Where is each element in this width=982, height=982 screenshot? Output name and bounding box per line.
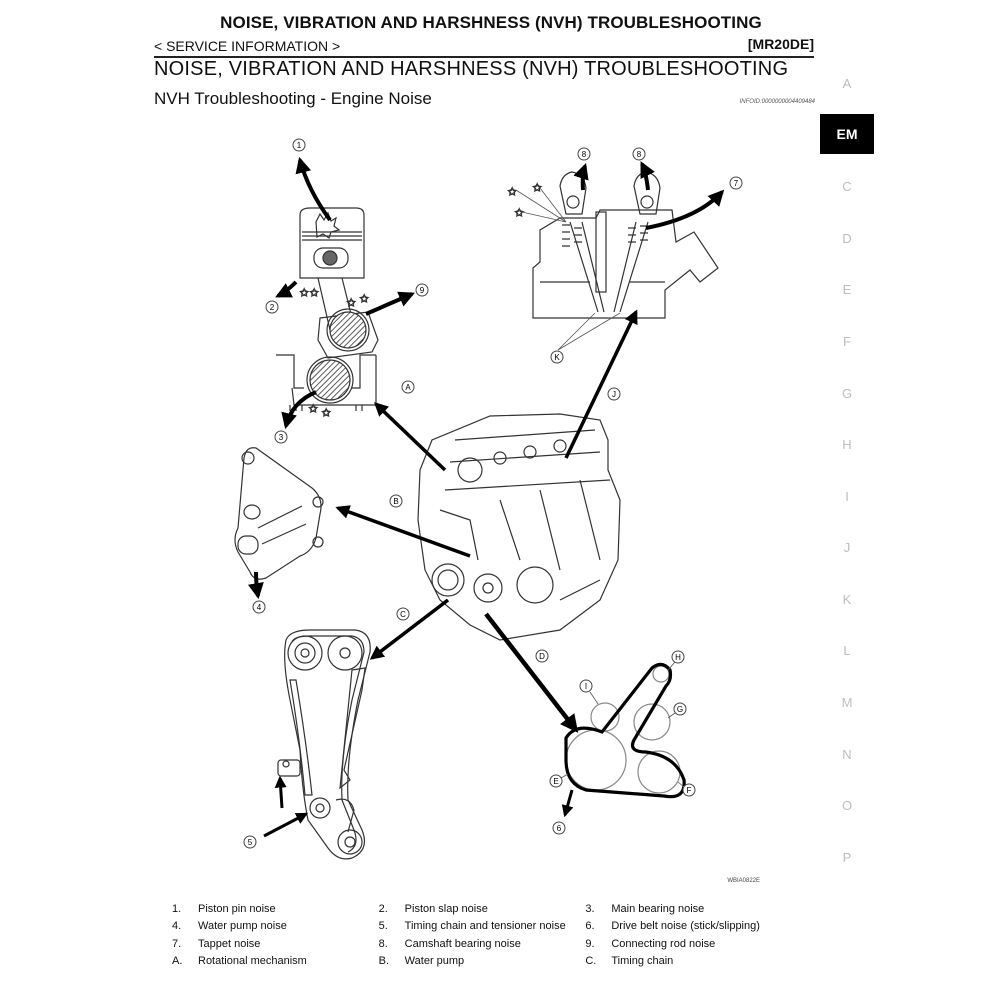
svg-text:D: D [539,652,545,661]
callout-I: I [579,679,593,693]
star-icon: ✩ [533,183,542,194]
legend-item: 6.Drive belt noise (stick/slipping) [585,920,760,933]
index-tab-c[interactable]: C [842,179,852,194]
legend-item: B.Water pump [378,955,465,968]
legend-row: 1.Piston pin noise 2.Piston slap noise 3… [172,900,792,918]
callout-K: K [550,350,564,364]
callout-E: E [549,774,563,788]
svg-text:E: E [553,777,558,786]
index-tab-f[interactable]: F [843,334,851,349]
star-icon: ✩ [300,288,309,299]
legend-item: 2.Piston slap noise [378,902,488,915]
svg-text:H: H [675,653,681,662]
legend: 1.Piston pin noise 2.Piston slap noise 3… [172,900,792,970]
legend-item: 3.Main bearing noise [585,902,705,915]
engine-illustration [417,413,621,641]
callout-1: 1 [292,138,306,152]
legend-item: 1.Piston pin noise [172,902,276,915]
callout-4: 4 [252,600,266,614]
star-icon: ✩ [322,408,331,419]
index-tab-n[interactable]: N [842,747,852,762]
figure-id: WBIA0822E [727,878,760,884]
index-tab-a[interactable]: A [842,76,852,91]
drive-belt-path [564,662,686,799]
svg-text:A: A [405,383,411,392]
callout-A: A [401,380,415,394]
callout-6: 6 [552,821,566,835]
svg-text:7: 7 [734,179,739,188]
legend-item: A.Rotational mechanism [172,955,307,968]
index-tab-p[interactable]: P [842,850,852,865]
star-icon: ✩ [508,187,517,198]
svg-text:8: 8 [637,150,642,159]
service-info-label: < SERVICE INFORMATION > [154,38,341,54]
legend-item: 4.Water pump noise [172,920,287,933]
callout-3: 3 [274,430,288,444]
cylinder-head-illustration [532,171,719,319]
svg-text:8: 8 [582,150,587,159]
svg-text:5: 5 [248,838,253,847]
svg-text:B: B [393,497,398,506]
model-code: [MR20DE] [747,36,814,52]
callout-H: H [671,650,685,664]
legend-item: 5.Timing chain and tensioner noise [378,920,566,933]
callout-D: D [535,649,549,663]
piston-assembly-illustration [276,207,379,411]
svg-text:1: 1 [297,141,302,150]
index-tab-m[interactable]: M [841,695,853,710]
star-icon: ✩ [515,208,524,219]
legend-row: 4.Water pump noise 5.Timing chain and te… [172,918,792,936]
index-tab-e[interactable]: E [842,282,852,297]
callout-8b: 8 [632,147,646,161]
svg-text:F: F [687,786,692,795]
callout-F: F [682,783,696,797]
index-tab-i[interactable]: I [845,489,849,504]
svg-text:C: C [400,610,406,619]
callout-G: G [673,702,687,716]
index-tab-o[interactable]: O [841,798,853,813]
legend-item: C.Timing chain [585,955,674,968]
callout-8a: 8 [577,147,591,161]
section-title: NOISE, VIBRATION AND HARSHNESS (NVH) TRO… [154,58,789,80]
header-divider [154,56,814,58]
index-tab-k[interactable]: K [842,592,852,607]
star-icon: ✩ [347,298,356,309]
svg-text:4: 4 [257,603,262,612]
page-running-title: NOISE, VIBRATION AND HARSHNESS (NVH) TRO… [220,13,762,32]
info-id: INFOID:0000000004409484 [739,99,815,105]
svg-text:I: I [585,682,587,691]
svg-text:6: 6 [557,824,562,833]
legend-item: 8.Camshaft bearing noise [378,937,521,950]
legend-row: 7.Tappet noise 8.Camshaft bearing noise … [172,935,792,953]
svg-text:K: K [554,353,560,362]
callout-2: 2 [265,300,279,314]
star-icon: ✩ [310,288,319,299]
legend-item: 7.Tappet noise [172,937,261,950]
index-tab-g[interactable]: G [841,386,853,401]
callout-7: 7 [729,176,743,190]
index-tab-d[interactable]: D [842,231,852,246]
index-tab-l[interactable]: L [843,643,851,658]
timing-chain-illustration [277,629,371,860]
callout-C: C [396,607,410,621]
index-tab-j[interactable]: J [843,540,851,555]
legend-item: 9.Connecting rod noise [585,937,716,950]
index-tab-h[interactable]: H [842,437,852,452]
star-icon: ✩ [309,404,318,415]
sub-title: NVH Troubleshooting - Engine Noise [154,89,432,108]
svg-text:9: 9 [420,286,425,295]
callout-5: 5 [243,835,257,849]
svg-text:J: J [612,390,616,399]
svg-text:3: 3 [279,433,284,442]
callout-J: J [607,387,621,401]
index-tab-em[interactable]: EM [820,114,874,154]
callout-B: B [389,494,403,508]
svg-text:2: 2 [270,303,275,312]
water-pump-illustration [234,447,324,580]
legend-row: A.Rotational mechanism B.Water pump C.Ti… [172,953,792,971]
noise-star-icons: ✩ ✩ ✩ ✩ ✩ ✩ ✩ ✩ ✩ [300,183,543,420]
callout-9: 9 [415,283,429,297]
svg-text:G: G [677,705,683,714]
star-icon: ✩ [360,294,369,305]
